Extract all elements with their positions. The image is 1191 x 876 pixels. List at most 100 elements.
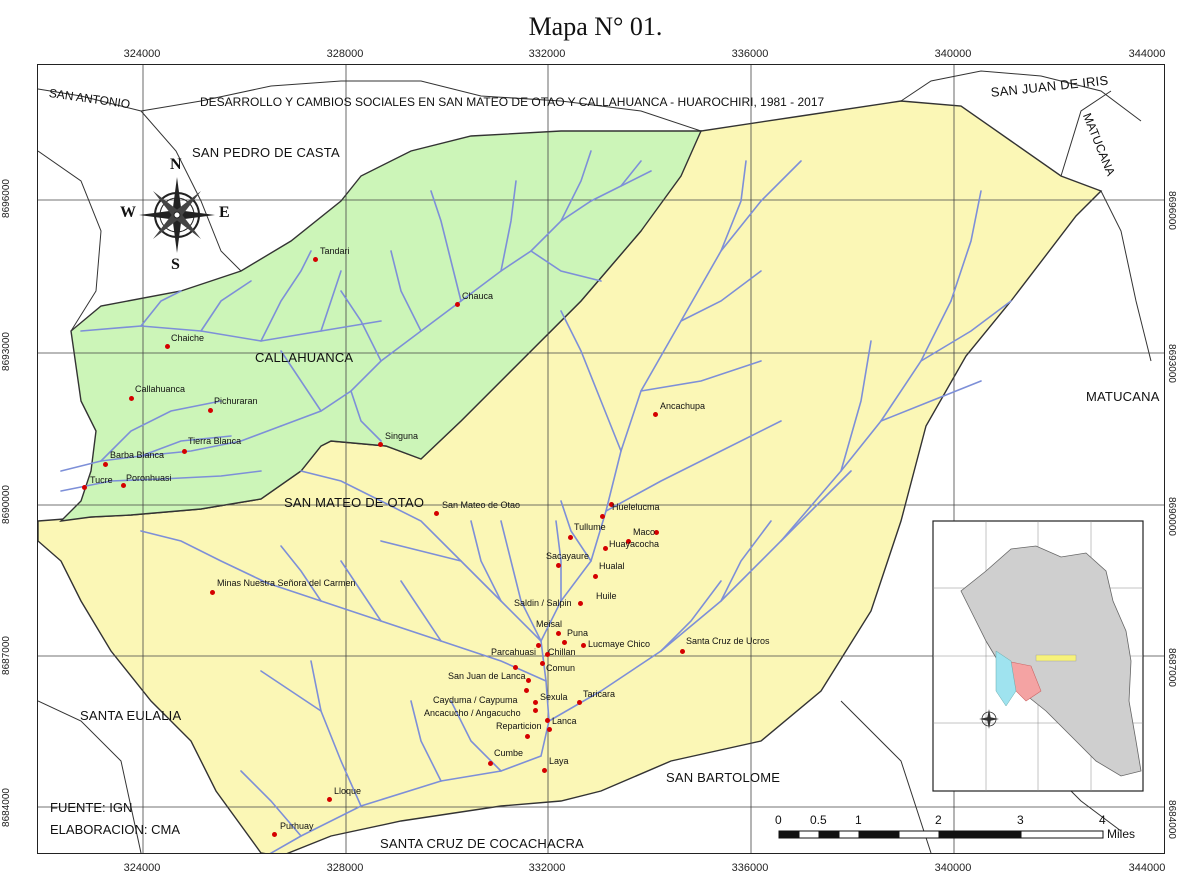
inset-map [932,520,1144,792]
grid-x-label-bottom: 336000 [731,862,769,874]
town-marker [542,768,547,773]
town-label-parcahuasi: Parcahuasi [491,647,537,657]
town-marker [556,563,561,568]
town-marker [526,678,531,683]
town-label-tierra-blanca: Tierra Blanca [188,436,242,446]
town-label-meisal: Meisal [536,619,563,629]
grid-x-label-bottom: 324000 [123,862,161,874]
town-marker [488,761,493,766]
grid-y-label-right: 8687000 [1165,648,1177,687]
town-marker [272,832,277,837]
town-marker [82,485,87,490]
town-label-singuna: Singuna [385,431,419,441]
graticule [38,65,1164,853]
scale-tick-label: 3 [1017,813,1024,827]
town-marker [578,601,583,606]
grid-y-label-left: 8684000 [0,788,12,827]
compass-east-label: E [219,204,230,221]
author-credit: ELABORACION: CMA [50,822,181,837]
town-marker [525,734,530,739]
town-label-barba-blanca: Barba Blanca [110,450,165,460]
town-marker [327,797,332,802]
region-label-san-bartolome: SAN BARTOLOME [666,770,781,785]
compass-rose [139,177,215,253]
town-marker [513,665,518,670]
scale-unit-label: Miles [1107,827,1136,841]
town-label-san-juan-de-lanca: San Juan de Lanca [448,671,526,681]
town-label-tucre: Tucre [90,475,113,485]
scale-tick-label: 0.5 [810,813,827,827]
grid-y-label-left: 8693000 [0,332,12,371]
town-marker [121,483,126,488]
town-marker [568,535,573,540]
map-title: Mapa N° 01. [528,12,663,41]
grid-x-label-bottom: 344000 [1128,862,1166,874]
town-label-comun: Comun [546,663,576,673]
town-label-tullume: Tullume [574,522,606,532]
grid-x-label-top: 336000 [731,48,769,60]
district-boundaries [38,70,1152,853]
town-label-taricara: Taricara [583,689,616,699]
town-label-santa-cruz-de-ucros: Santa Cruz de Ucros [686,636,770,646]
town-marker [208,408,213,413]
town-label-sexula: Sexula [540,692,568,702]
town-marker [609,502,614,507]
town-marker [680,649,685,654]
town-label-lucmaye-chico: Lucmaye Chico [588,639,651,649]
town-label-poronhuasi: Poronhuasi [126,473,172,483]
town-marker [533,700,538,705]
town-marker [536,643,541,648]
grid-y-label-right: 8690000 [1165,497,1177,536]
town-marker [533,708,538,713]
callahuanca-region [59,130,703,522]
town-label-laya: Laya [549,756,569,766]
region-label-santa-cruz-de-cocachacra: SANTA CRUZ DE COCACHACRA [380,836,584,851]
town-marker [556,631,561,636]
town-marker [313,257,318,262]
grid-y-label-left: 8687000 [0,636,12,675]
town-marker [626,539,631,544]
town-label-tandari: Tandari [320,246,350,256]
town-marker [593,574,598,579]
town-marker [545,652,550,657]
town-marker [378,442,383,447]
town-label-lloque: Lloque [334,786,362,796]
town-label-callahuanca: Callahuanca [135,384,186,394]
town-marker [562,640,567,645]
town-marker [547,727,552,732]
grid-x-label-bottom: 332000 [528,862,566,874]
grid-x-label-bottom: 340000 [934,862,972,874]
grid-y-label-right: 8684000 [1165,800,1177,839]
scale-tick-label: 2 [935,813,942,827]
town-label-huile: Huile [596,591,617,601]
town-marker [524,688,529,693]
town-marker [577,700,582,705]
town-marker [545,718,550,723]
town-label-purhuay: Purhuay [280,821,314,831]
town-label-cayduma: Cayduma / Caypuma [433,695,518,705]
town-marker [129,396,134,401]
town-label-reparticion: Reparticion [496,721,542,731]
scale-bar [778,830,1104,839]
town-marker [603,546,608,551]
town-label-minas: Minas Nuestra Señora del Carmen [217,578,356,588]
grid-x-label-top: 328000 [326,48,364,60]
town-marker [165,344,170,349]
town-label-chaiche: Chaiche [171,333,205,343]
region-label-matucana-e: MATUCANA [1086,389,1160,404]
scale-tick-label: 4 [1099,813,1106,827]
river-network [60,150,1012,853]
grid-y-label-right: 8693000 [1165,344,1177,383]
town-label-ancachupa: Ancachupa [660,401,706,411]
town-label-ancacucho: Ancacucho / Angacucho [424,708,521,718]
compass-west-label: W [120,204,136,221]
compass-north-label: N [170,156,182,173]
grid-y-label-right: 8696000 [1165,191,1177,230]
town-marker [210,590,215,595]
town-marker [182,449,187,454]
town-marker [540,661,545,666]
town-marker [455,302,460,307]
town-label-puna: Puna [567,628,589,638]
grid-y-label-left: 8690000 [0,485,12,524]
grid-x-label-top: 332000 [528,48,566,60]
